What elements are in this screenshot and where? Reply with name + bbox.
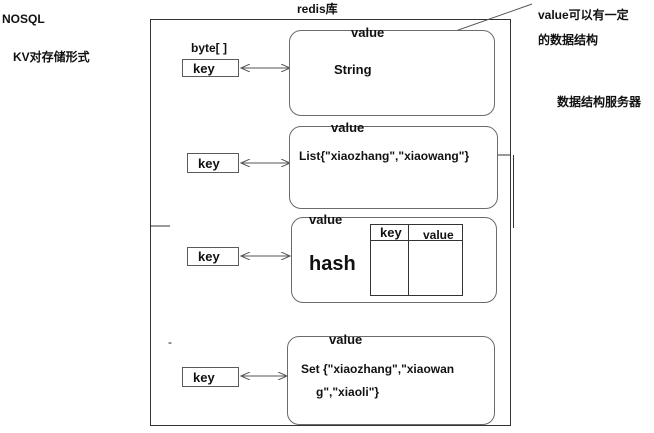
nosql-label: NOSQL	[2, 12, 45, 26]
byte-label: byte[ ]	[191, 41, 227, 55]
value-box-list	[289, 126, 498, 209]
kv-form-label: KV对存储形式	[13, 50, 90, 64]
value-box-set	[287, 336, 495, 425]
value-note-line1: value可以有一定	[538, 8, 629, 22]
hash-inner-table: key value	[370, 224, 463, 296]
hash-table-value-header: value	[423, 228, 454, 242]
value-box-string	[289, 30, 495, 116]
set-content-line2: g","xiaoli"}	[316, 385, 380, 399]
key-box-list: key	[187, 153, 239, 173]
key-box-hash: key	[187, 247, 239, 266]
value-note-line2: 的数据结构	[538, 33, 599, 47]
value-label-string: value	[351, 25, 385, 40]
hash-table-key-header: key	[380, 225, 402, 240]
value-label-hash: value	[309, 212, 343, 227]
list-content: List{"xiaozhang","xiaowang"}	[299, 149, 470, 163]
value-label-set: value	[329, 332, 363, 347]
key-box-string: key	[182, 59, 239, 77]
stray-dash: -	[168, 335, 172, 349]
hash-table-column-divider	[408, 225, 409, 295]
key-box-set: key	[182, 367, 239, 387]
hash-table-header-divider	[371, 240, 462, 241]
data-structure-server-label: 数据结构服务器	[557, 95, 642, 109]
redis-container	[150, 19, 511, 426]
hash-content: hash	[309, 253, 356, 275]
value-label-list: value	[331, 120, 365, 135]
set-content-line1: Set {"xiaozhang","xiaowan	[301, 362, 455, 376]
string-content: String	[334, 62, 372, 77]
redis-db-label: redis库	[297, 2, 338, 16]
